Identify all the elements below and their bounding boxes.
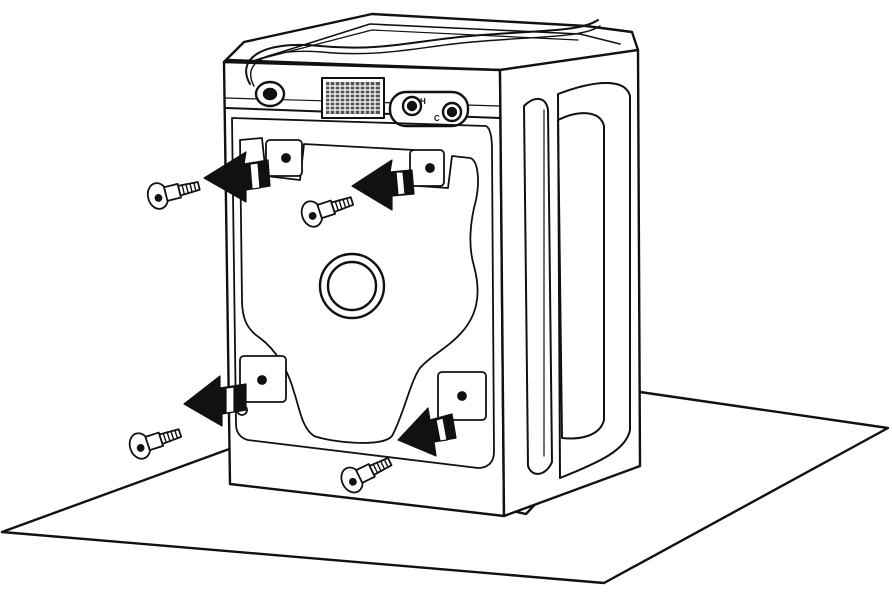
back-panel-outline <box>231 117 495 469</box>
drain-hose <box>245 19 599 85</box>
removal-arrow-top-left <box>203 151 271 203</box>
removal-arrows <box>183 151 457 457</box>
cold-valve-label: C <box>434 114 440 123</box>
shipping-bolt-top-left <box>146 181 201 210</box>
side-panel-recess <box>557 112 605 440</box>
water-inlet-valves: H C <box>388 90 470 128</box>
removal-arrow-top-right <box>351 159 415 211</box>
shipping-bolt-top-right <box>300 196 355 228</box>
hot-valve-label: H <box>420 97 426 106</box>
power-cord-plug <box>254 80 286 108</box>
shipping-bolts <box>128 181 393 494</box>
removal-arrow-bottom-right <box>397 407 457 457</box>
cabinet-side-face <box>498 48 642 518</box>
cabinet-top <box>222 12 640 72</box>
vent-grille <box>321 77 385 119</box>
side-panel <box>523 82 631 479</box>
removal-arrow-bottom-left <box>183 375 247 427</box>
drain-port <box>318 252 386 320</box>
shipping-bolt-bottom-right <box>340 457 393 494</box>
shipping-bolt-bottom-left <box>128 428 183 460</box>
bolt-mount-pads <box>236 139 487 421</box>
